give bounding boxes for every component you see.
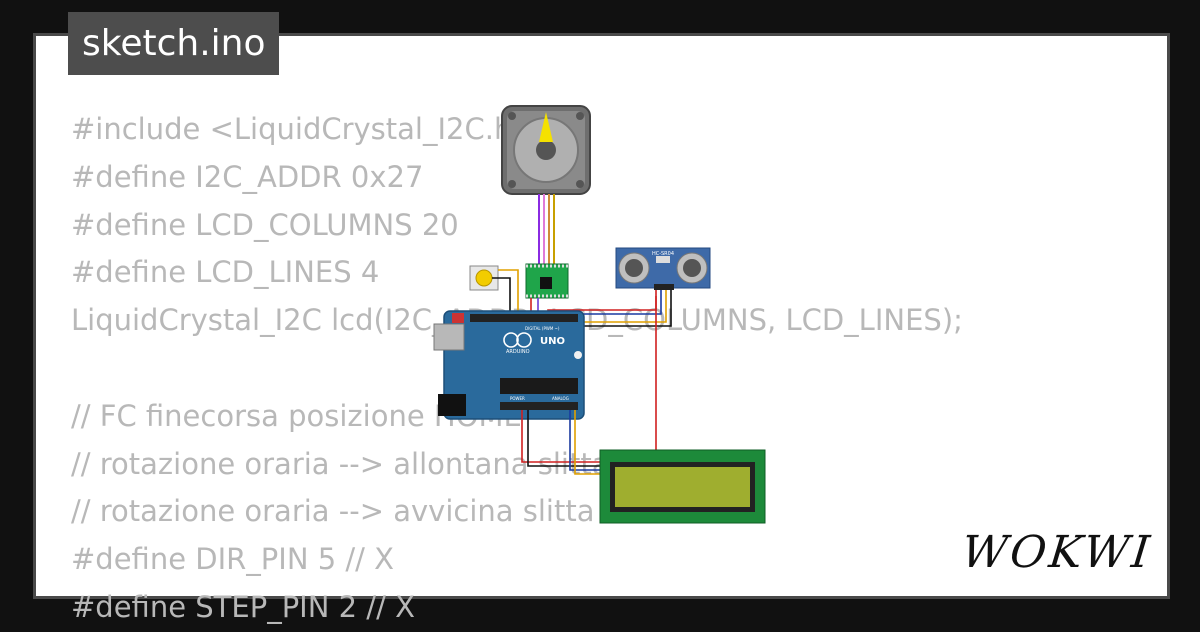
analog-label: ANALOG — [552, 396, 569, 401]
code-line-2: #define I2C_ADDR 0x27 — [71, 159, 424, 194]
lcd-display[interactable] — [599, 449, 766, 524]
stepper-motor[interactable] — [501, 105, 591, 195]
lcd-wires — [521, 410, 604, 475]
power-label: POWER — [510, 396, 525, 401]
file-tab[interactable]: sketch.ino — [68, 12, 280, 75]
code-listing: #include <LiquidCrystal_I2C.h> #define I… — [71, 106, 963, 632]
code-line-9: // rotazione oraria --> avvicina slitta — [71, 494, 595, 529]
sensor-label: HC-SR04 — [652, 251, 674, 257]
code-line-3: #define LCD_COLUMNS 20 — [71, 207, 459, 242]
wokwi-logo: WOKWI — [959, 527, 1155, 578]
board-name: UNO — [540, 336, 565, 347]
digital-label: DIGITAL (PWM ~) — [525, 326, 560, 331]
ultrasonic-sensor[interactable]: HC-SR04 — [615, 247, 711, 290]
code-line-10: #define DIR_PIN 5 // X — [71, 542, 395, 577]
code-line-4: #define LCD_LINES 4 — [71, 255, 380, 290]
code-line-1: #include <LiquidCrystal_I2C.h> — [71, 112, 537, 146]
stepper-driver[interactable] — [525, 263, 569, 299]
motor-wires — [538, 194, 555, 268]
board-brand: ARDUINO — [506, 349, 530, 355]
arduino-uno[interactable]: UNO ARDUINO DIGITAL (PWM ~) POWER ANALOG — [433, 310, 585, 420]
code-line-11: #define STEP_PIN 2 // X — [71, 589, 415, 624]
